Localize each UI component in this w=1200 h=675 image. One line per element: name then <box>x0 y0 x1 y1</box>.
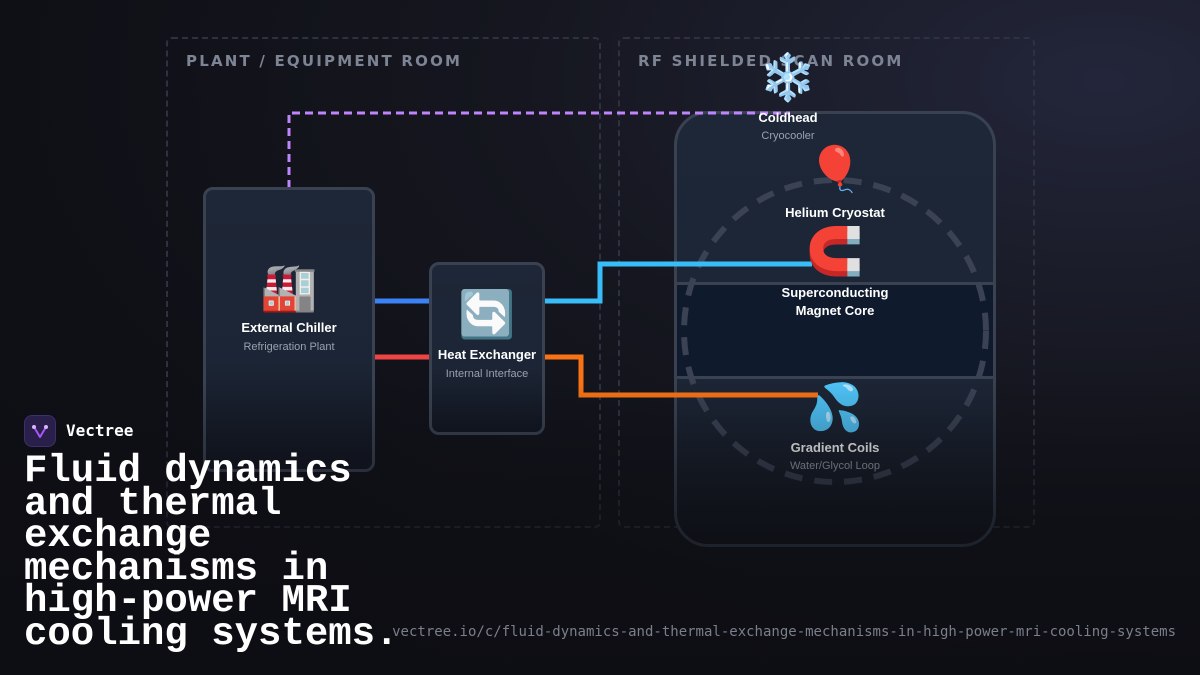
article-url[interactable]: vectree.io/c/fluid-dynamics-and-thermal-… <box>392 624 1176 640</box>
coldhead-subtitle: Cryocooler <box>761 130 815 142</box>
coils-title[interactable]: Gradient Coils <box>790 440 880 455</box>
coldhead-title[interactable]: Coldhead <box>758 110 818 125</box>
external-chiller-node[interactable]: 🏭 External Chiller Refrigeration Plant <box>203 187 375 472</box>
brand-name: Vectree <box>66 421 134 440</box>
magnet-title-line2: Magnet Core <box>795 303 875 318</box>
warm-loop-pipe <box>543 354 818 398</box>
cryostat-title[interactable]: Helium Cryostat <box>785 205 885 220</box>
chiller-title: External Chiller <box>241 320 337 335</box>
water-drops-icon: 💦 <box>806 380 864 434</box>
vectree-logo-icon <box>24 415 56 447</box>
page-headline: Fluid dynamics and thermal exchange mech… <box>24 449 399 656</box>
plant-room-label: PLANT / EQUIPMENT ROOM <box>186 52 463 70</box>
vectree-logo-mark <box>32 425 48 438</box>
snowflake-icon: ❄️ <box>759 50 817 104</box>
magnet-icon: 🧲 <box>806 224 864 278</box>
heat-exchanger-node[interactable]: 🔄 Heat Exchanger Internal Interface <box>429 262 545 435</box>
magnet-field-ring <box>681 177 989 485</box>
coils-subtitle: Water/Glycol Loop <box>789 460 881 472</box>
factory-icon: 🏭 <box>260 260 318 314</box>
balloon-icon: 🎈 <box>807 144 863 195</box>
cold-loop-pipe <box>543 261 812 304</box>
helium-link-line <box>287 111 790 188</box>
magnet-band <box>677 282 993 379</box>
scan-room-label: RF SHIELDED SCAN ROOM <box>638 52 904 70</box>
chiller-subtitle: Refrigeration Plant <box>243 341 335 353</box>
exchanger-subtitle: Internal Interface <box>445 368 529 380</box>
exchanger-title: Heat Exchanger <box>437 347 537 362</box>
cycle-arrows-icon: 🔄 <box>458 287 516 341</box>
magnet-title-line1[interactable]: Superconducting <box>781 285 889 300</box>
